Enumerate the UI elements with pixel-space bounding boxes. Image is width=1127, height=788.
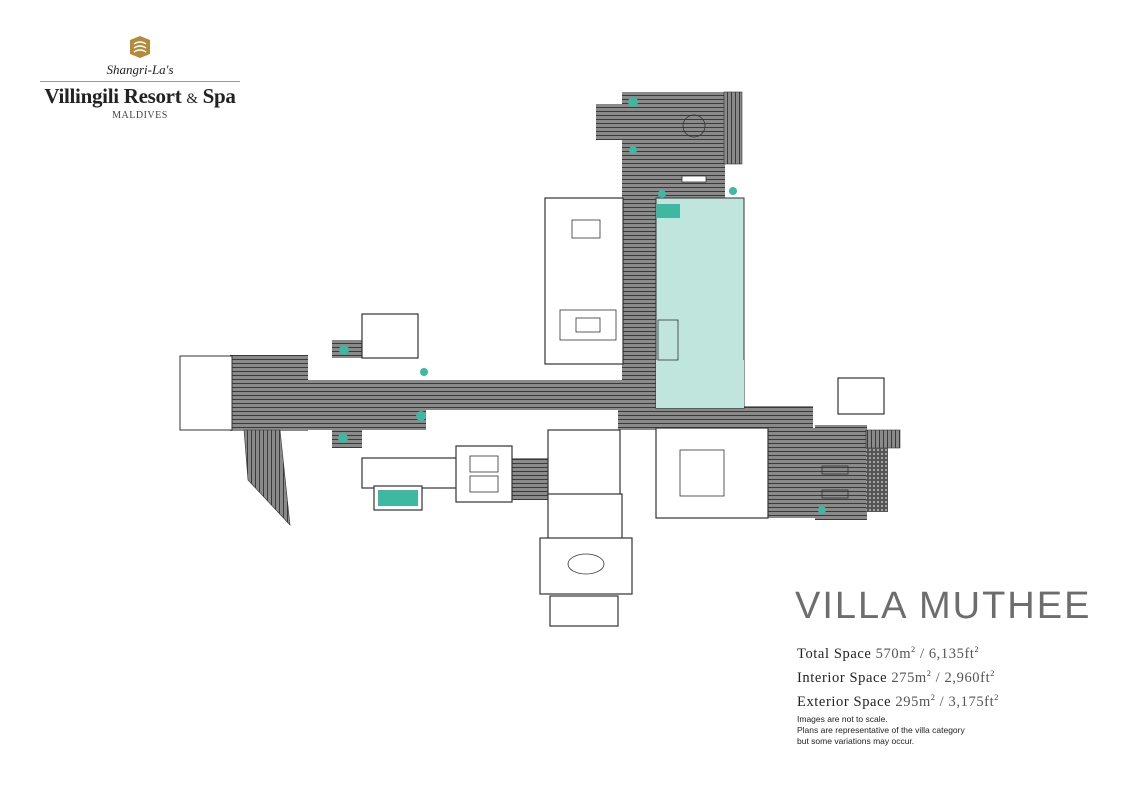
planters [338,97,826,514]
treatment-room [455,445,513,503]
sun-lounger-1 [821,465,849,475]
resort-location: MALDIVES [112,110,168,121]
lounge-deck [815,425,867,520]
king-bed [679,449,725,497]
planter [656,204,680,218]
superscript: 2 [930,693,936,702]
space-ft2: 3,175ft [948,694,995,710]
superscript: 2 [990,669,995,678]
deck-areas [179,91,901,526]
entrance-deck [230,355,308,431]
space-m2: 275m [891,670,927,686]
top-sun-deck [622,92,725,198]
bathtub-indoor [657,319,679,361]
plant [339,345,349,355]
round-dining-table [682,114,706,138]
master-bathroom [547,493,623,540]
top-left-deck [596,104,624,140]
guest-corridor [361,457,459,489]
brand-name: Shangri-La's [106,62,174,77]
plant [420,368,428,376]
space-label: Total Space [797,646,872,662]
master-bedroom [655,427,769,519]
dining-side-deck [510,458,552,500]
space-m2: 570m [875,646,912,662]
deck-steps [723,91,743,165]
daybed-2 [469,475,499,493]
outdoor-steps-right [865,429,901,449]
living-dining-pavilion [544,197,624,365]
space-ft2: 2,960ft [944,670,991,686]
coffee-table [575,317,601,333]
resort-name-amp: & [186,91,198,107]
dining-table [571,219,601,239]
bedroom-side-deck [767,428,815,518]
daybed [469,455,499,473]
superscript: 2 [994,693,999,702]
space-m2: 295m [895,694,931,710]
resort-name-main: Villingili Resort [44,84,182,108]
plant [818,506,826,514]
powder-room [361,313,419,359]
bedroom-deck-strip [618,406,813,430]
space-label: Exterior Space [797,694,892,710]
plant [729,187,737,195]
plant [338,433,348,443]
jetty-landing [179,355,233,431]
superscript: 2 [974,645,980,654]
planter [378,490,418,506]
note-line: Plans are representative of the villa ca… [797,725,965,735]
space-ft2: 6,135ft [928,646,975,662]
villa-title: VILLA MUTHEE [795,585,1092,627]
vertical-deck-corridor [622,196,656,410]
bathtub [567,553,605,575]
net-area [866,448,888,512]
separator: / [919,646,925,662]
disclaimer-notes: Images are not to scale. Plans are repre… [797,714,965,747]
exterior-space-row: Exterior Space 295m2 / 3,175ft2 [797,688,999,712]
lounge-pavilion [837,377,885,415]
brand-divider [40,81,240,82]
bathtub-pavilion [539,537,633,595]
plant [629,146,637,154]
separator: / [935,670,941,686]
space-label: Interior Space [797,670,888,686]
separator: / [939,694,945,710]
note-line: but some variations may occur. [797,736,915,746]
shangri-la-emblem-icon [130,36,150,58]
total-space-row: Total Space 570m2 / 6,135ft2 [797,640,999,664]
sofa [559,309,617,341]
plant [628,97,638,107]
note-line: Images are not to scale. [797,714,888,724]
superscript: 2 [911,645,916,654]
pool-lower [656,360,744,408]
entrance-deck-extension [306,380,426,430]
furniture-details [469,114,849,575]
superscript: 2 [926,669,932,678]
sun-lounger-2 [821,489,849,499]
villa-floor-plan [179,91,901,627]
plant [416,411,426,421]
jetty-ramp [243,429,291,526]
resort-name-end: Spa [202,84,236,108]
walk-in-wardrobe [547,429,621,497]
interior-space-row: Interior Space 275m2 / 2,960ft2 [797,664,999,688]
interior-rooms [361,197,885,627]
space-summary: Total Space 570m2 / 6,135ft2 Interior Sp… [797,640,999,712]
bench [681,175,707,183]
resort-logo: Shangri-La's Villingili Resort & Spa MAL… [40,36,240,121]
resort-name: Villingili Resort & Spa [40,84,240,109]
plant [658,190,666,198]
outdoor-shower [549,595,619,627]
